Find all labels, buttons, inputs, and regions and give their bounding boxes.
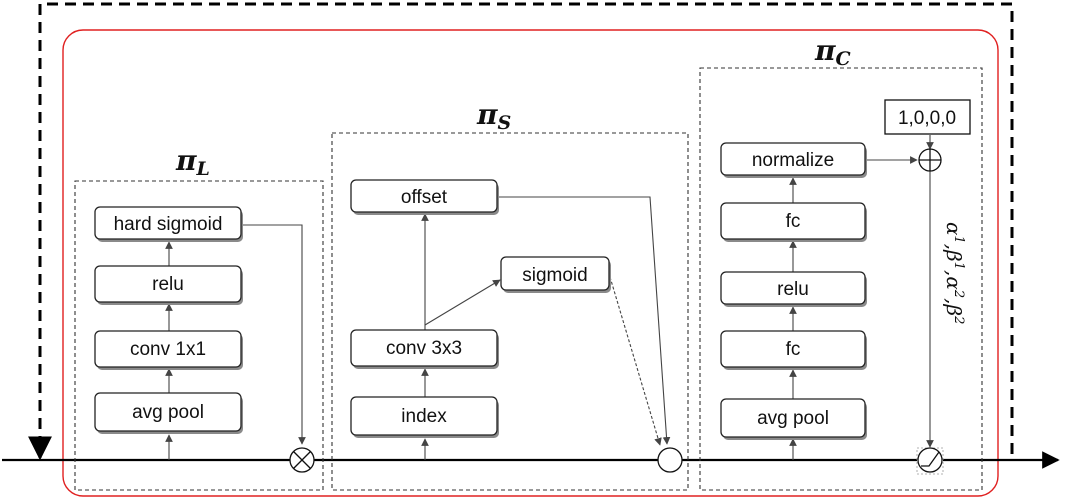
pi-c-relu-block: relu (720, 271, 867, 307)
spatial-aware-attention-module: πS index conv 3x3 offset sigmoid (331, 98, 689, 491)
add-operator-icon (918, 148, 942, 172)
dynamic-relu-params-label: α1,β1,α2,β2 (942, 222, 966, 324)
svg-text:hard sigmoid: hard sigmoid (114, 214, 223, 235)
pi-l-module-border (74, 180, 324, 491)
pi-s-module-border (331, 132, 689, 491)
pi-c-fc-block-upper: fc (720, 202, 867, 242)
pi-c-fc-block-lower: fc (720, 330, 867, 370)
flow-arrow (242, 224, 306, 445)
svg-text:sigmoid: sigmoid (522, 265, 587, 286)
sum-operator-icon (657, 447, 683, 473)
svg-text:fc: fc (786, 211, 801, 232)
pi-s-index-block: index (350, 396, 499, 438)
svg-text:avg pool: avg pool (132, 402, 204, 423)
pi-c-title: πC (814, 34, 851, 70)
activation-operator-icon (916, 447, 944, 475)
svg-text:conv 1x1: conv 1x1 (130, 339, 206, 360)
dynamic-head-block-border (62, 29, 999, 497)
pi-l-relu-block: relu (94, 265, 243, 305)
pi-c-module-border (699, 67, 983, 491)
pi-s-offset-block: offset (350, 179, 499, 215)
svg-text:normalize: normalize (752, 150, 834, 171)
pi-l-avg-pool-block: avg pool (94, 392, 243, 434)
pi-l-hard-sigmoid-block: hard sigmoid (94, 206, 243, 242)
init-vector-box: 1,0,0,0 (884, 99, 971, 135)
multiply-operator-icon (289, 447, 315, 473)
pi-c-normalize-block: normalize (720, 142, 867, 178)
svg-text:index: index (401, 406, 447, 427)
svg-text:conv 3x3: conv 3x3 (386, 338, 462, 359)
pi-s-title: πS (476, 98, 511, 134)
flow-arrow (498, 196, 671, 445)
svg-text:offset: offset (401, 187, 448, 208)
svg-text:1,0,0,0: 1,0,0,0 (898, 108, 956, 129)
svg-text:avg pool: avg pool (757, 408, 829, 429)
svg-text:relu: relu (777, 279, 809, 300)
svg-text:fc: fc (786, 339, 801, 360)
scale-aware-attention-module: πL avg pool conv 1x1 relu hard sigmoid (74, 144, 324, 491)
pi-l-title: πL (175, 144, 210, 180)
task-aware-attention-module: πC avg pool fc relu fc (699, 34, 983, 491)
flow-arrow (424, 279, 501, 326)
pi-c-avg-pool-block: avg pool (720, 398, 867, 440)
svg-text:relu: relu (152, 274, 184, 295)
pi-l-conv-1x1-block: conv 1x1 (94, 330, 243, 370)
flow-arrow (609, 276, 662, 446)
pi-s-conv-3x3-block: conv 3x3 (350, 329, 499, 369)
skip-connection-path (27, 2, 1014, 461)
pi-s-sigmoid-block: sigmoid (500, 256, 611, 293)
